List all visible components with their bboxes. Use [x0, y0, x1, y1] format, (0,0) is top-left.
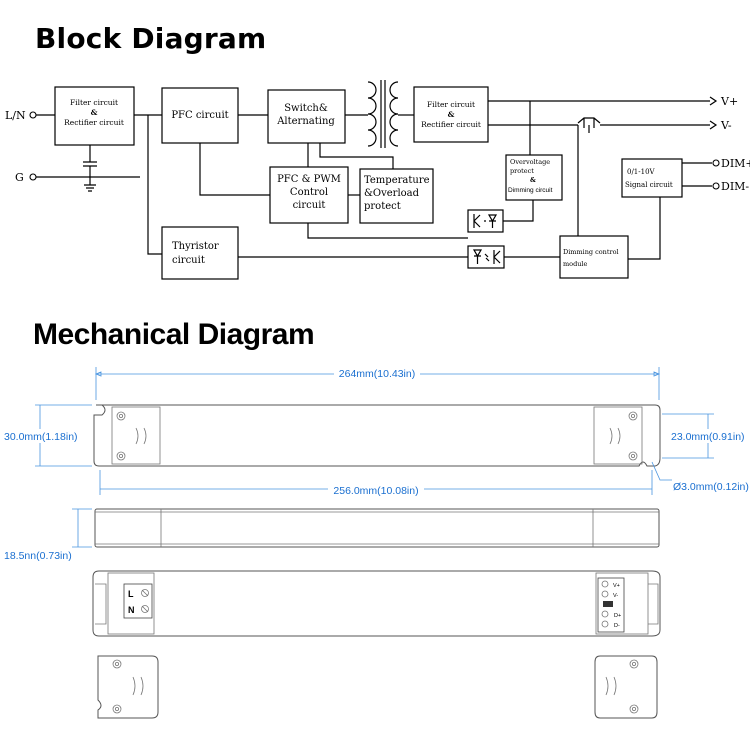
thyristor-text: Thyristor — [172, 241, 219, 252]
transformer-secondary — [389, 81, 399, 147]
wire — [147, 115, 162, 255]
end-cap-left — [97, 655, 159, 719]
mount-length-label: 256.0mm(10.08in) — [333, 485, 418, 497]
ground-symbol — [84, 177, 96, 192]
output-filter-text: & — [448, 110, 455, 119]
transformer-core — [380, 80, 386, 148]
wire — [199, 143, 270, 196]
vplus-label: V+ — [720, 95, 738, 108]
thickness-label: 18.5nn(0.73in) — [4, 550, 72, 562]
label-bg — [2, 548, 86, 562]
top-view — [93, 404, 661, 467]
hole-label: Ø3.0mm(0.12in) — [673, 481, 749, 493]
output-filter-text: Rectifier circuit — [421, 120, 481, 129]
terminal-vplus-label: V+ — [613, 583, 620, 589]
side-view — [94, 508, 660, 548]
transformer-primary — [367, 81, 377, 147]
dimming-module-text: Dimming control — [563, 248, 619, 256]
temperature-text: protect — [364, 201, 401, 212]
terminal-vminus-label: V- — [613, 593, 618, 599]
hole-leader — [651, 461, 672, 481]
terminal-dminus-label: D- — [614, 623, 620, 629]
input-filter-text: Filter circuit — [70, 98, 118, 107]
wire — [628, 197, 661, 260]
dimplus-label: DIM+ — [721, 157, 750, 170]
overvoltage-text: Dimming circuit — [508, 187, 553, 194]
overvoltage-text: Overvoltage — [510, 158, 550, 166]
dimension-arrow — [94, 371, 661, 377]
terminal-l-label: L — [128, 589, 134, 599]
block-diagram-title: Block Diagram — [35, 22, 267, 55]
pfc-pwm-text: circuit — [293, 200, 326, 211]
mosfet-symbol — [577, 117, 601, 128]
dimming-module-block — [559, 235, 629, 279]
pfc-pwm-block — [269, 166, 349, 224]
thyristor-block — [161, 226, 239, 280]
arrow — [709, 120, 718, 130]
thyristor-text: circuit — [172, 255, 205, 266]
pfc-text: PFC circuit — [171, 110, 228, 121]
terminal-view — [92, 570, 661, 637]
g-label: G — [15, 171, 24, 184]
terminal-n-label: N — [128, 605, 135, 615]
overvoltage-text: & — [530, 176, 536, 184]
switch-block — [267, 89, 346, 144]
pfc-block — [161, 87, 239, 144]
wire — [307, 223, 468, 239]
signal-text: Signal circuit — [625, 181, 673, 189]
ground-capacitor — [83, 145, 97, 177]
height-label: 30.0mm(1.18in) — [4, 431, 78, 443]
temperature-block — [359, 168, 434, 224]
dimminus-label: DIM- — [721, 180, 749, 193]
dimming-module-text: module — [563, 260, 588, 268]
wire — [319, 143, 394, 169]
dimplus-terminal — [712, 159, 720, 167]
overvoltage-text: protect — [510, 167, 534, 175]
end-cap-right — [594, 655, 658, 719]
block-diagram: L/N G V+ V- — [5, 80, 750, 280]
dimminus-terminal — [712, 182, 720, 190]
switch-text: Alternating — [276, 116, 335, 127]
switch-text: Switch& — [284, 103, 328, 114]
vminus-label: V- — [720, 119, 732, 132]
signal-text: 0/1-10V — [627, 168, 656, 176]
label-bg — [668, 429, 748, 443]
pfc-pwm-text: Control — [290, 187, 328, 198]
input-filter-block — [54, 86, 135, 146]
label-bg — [2, 429, 84, 443]
overall-length-label: 264mm(10.43in) — [339, 368, 415, 380]
ln-terminal — [29, 111, 37, 119]
wire — [682, 162, 712, 187]
ln-label: L/N — [5, 109, 26, 122]
arrow — [709, 96, 718, 106]
dimension-line — [72, 508, 92, 548]
input-filter-text: Rectifier circuit — [64, 118, 124, 127]
input-filter-text: & — [91, 108, 98, 117]
mechanical-diagram-title: Mechanical Diagram — [33, 318, 315, 351]
mount-height-label: 23.0mm(0.91in) — [671, 431, 745, 443]
label-bg — [328, 483, 424, 497]
temperature-text: Temperature — [364, 175, 430, 186]
label-bg — [334, 366, 420, 380]
optocoupler-top — [467, 209, 504, 233]
pfc-pwm-text: PFC & PWM — [277, 174, 341, 185]
signal-block — [621, 158, 683, 198]
terminal-dplus-label: D+ — [614, 613, 621, 619]
g-terminal — [29, 173, 37, 181]
optocoupler-bottom — [467, 245, 505, 269]
overvoltage-block — [505, 154, 563, 201]
wire — [503, 200, 534, 222]
output-filter-block — [413, 86, 489, 143]
wire — [577, 125, 590, 236]
output-filter-text: Filter circuit — [427, 100, 475, 109]
temperature-text: &Overload — [364, 188, 420, 199]
mechanical-diagram: 264mm(10.43in) 30.0mm(1.18in) 23.0mm(0.9… — [2, 366, 749, 719]
